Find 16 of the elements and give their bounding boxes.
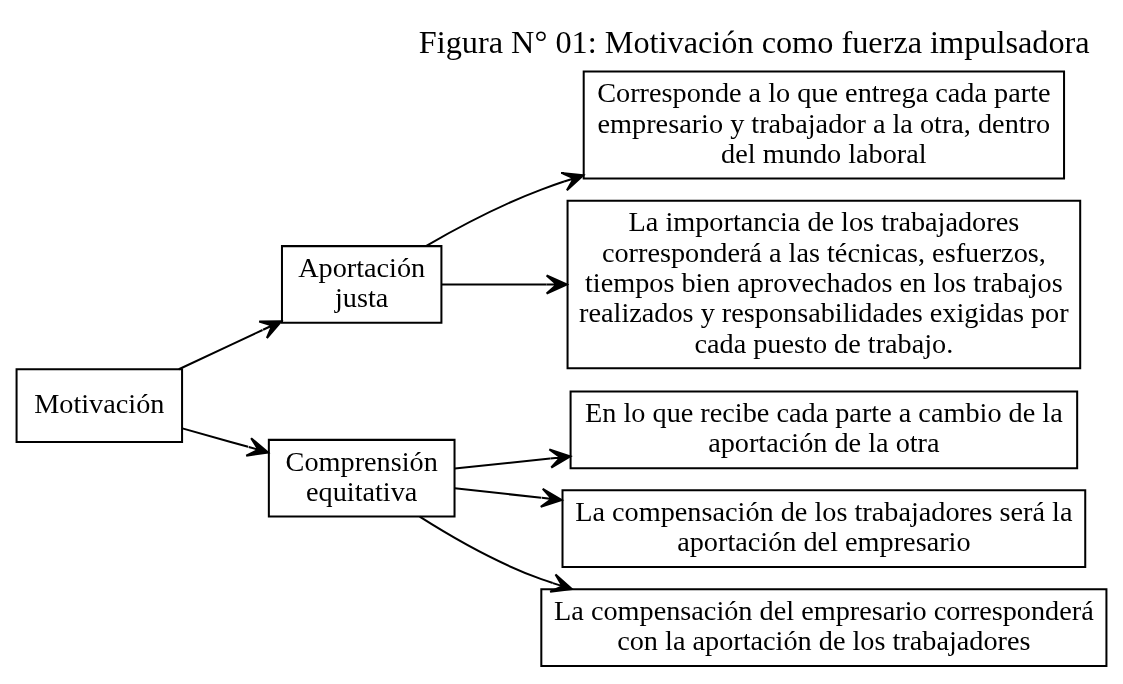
node-box: En lo que recibe cada parte a cambio de la aportación de la otra <box>569 389 1079 469</box>
node-box: La compensación de los trabajadores será la aportación del empresario <box>561 488 1087 568</box>
arrow <box>419 515 574 593</box>
arrow <box>454 486 563 508</box>
arrow <box>178 319 283 370</box>
arrow <box>425 171 585 247</box>
arrow <box>441 273 568 295</box>
node-box: Corresponde a lo que entrega cada parte empresario y trabajador a la otra, dentro del mundo laboral <box>582 70 1066 180</box>
node-box: Motivación <box>15 367 184 443</box>
node-box: La importancia de los trabajadores corresponderá a las técnicas, esfuerzos, tiempos bien aprovechados en los trabajos realizados y responsabilidades exigidas por cada puesto de trabajo. <box>566 199 1082 369</box>
arrow <box>454 447 572 470</box>
diagram-title: Figura N° 01: Motivación como fuerza impulsadora <box>418 23 1090 60</box>
node-box: La compensación del empresario corresponderá con la aportación de los trabajadores <box>540 587 1108 667</box>
arrow <box>182 426 270 457</box>
node-box: Comprensión equitativa <box>267 438 456 518</box>
node-box: Aportación justa <box>280 244 443 324</box>
